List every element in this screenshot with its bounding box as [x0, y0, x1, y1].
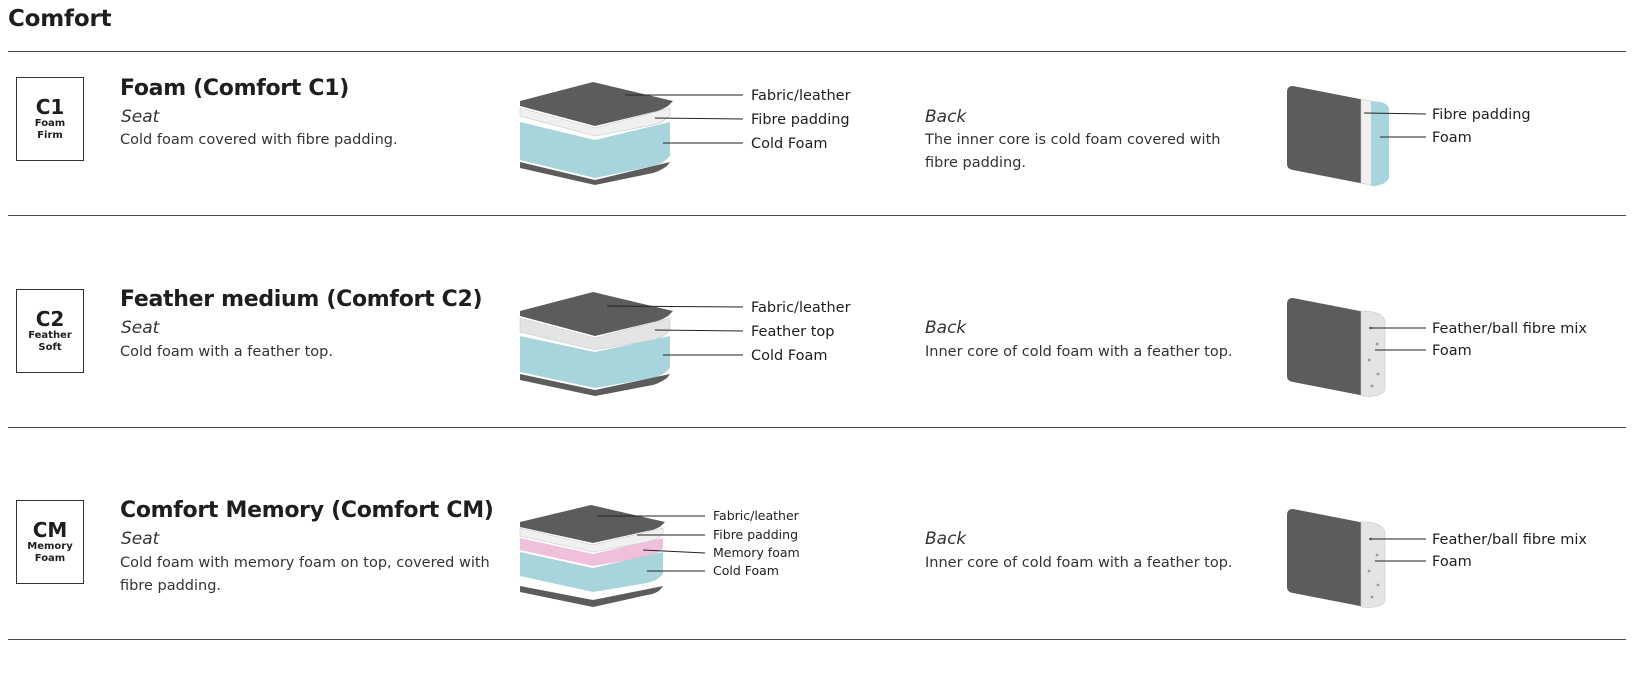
- back-layers-diagram: Feather/ball fibre mix Foam: [1287, 298, 1587, 397]
- section-title: Feather medium (Comfort C2): [120, 287, 483, 312]
- badge-line: Feather: [28, 330, 72, 341]
- speckle: [1375, 342, 1379, 346]
- layer-label: Cold Foam: [713, 563, 779, 578]
- divider: [8, 51, 1626, 52]
- seat-layers-diagram: Fabric/leather Fibre padding Cold Foam: [519, 82, 851, 185]
- layer-label: Foam: [1432, 343, 1472, 359]
- speckle: [1370, 384, 1374, 388]
- back-layers-diagram: Feather/ball fibre mix Foam: [1287, 509, 1587, 608]
- seat-description: Cold foam with memory foam on top, cover…: [120, 555, 490, 594]
- cold-foam-layer: [520, 336, 670, 388]
- back-heading: Back: [925, 107, 967, 127]
- layer-label: Fibre padding: [1432, 107, 1531, 123]
- layer-label: Cold Foam: [751, 136, 828, 152]
- speckle: [1367, 358, 1371, 362]
- back-heading: Back: [925, 529, 967, 549]
- back-feather: [1360, 521, 1386, 608]
- seat-heading: Seat: [121, 318, 160, 338]
- leader-line: [642, 549, 706, 554]
- badge-line: Soft: [38, 342, 62, 353]
- layer-label: Feather/ball fibre mix: [1432, 321, 1587, 337]
- back-layers-diagram: Fibre padding Foam: [1287, 86, 1531, 187]
- back-heading: Back: [925, 318, 967, 338]
- back-feather: [1360, 310, 1386, 397]
- badge-code: C1: [35, 95, 65, 119]
- divider: [8, 427, 1626, 428]
- fibre-layer: [519, 107, 671, 137]
- cold-foam-layer: [520, 122, 670, 178]
- badge-code: C2: [35, 307, 65, 331]
- seat-heading: Seat: [121, 107, 160, 127]
- badge-line: Foam: [34, 553, 66, 564]
- base-layer: [520, 162, 670, 185]
- memory-foam-layer: [520, 538, 663, 566]
- back-fabric: [1287, 298, 1365, 396]
- fabric-layer: [520, 505, 665, 543]
- back-description: Inner core of cold foam with a feather t…: [925, 555, 1233, 571]
- layer-label: Foam: [1432, 130, 1472, 146]
- speckle: [1375, 553, 1379, 557]
- badge-line: Memory: [27, 541, 73, 552]
- comfort-badge: C1 Foam Firm: [16, 77, 84, 161]
- divider: [8, 215, 1626, 216]
- leader-line: [606, 305, 744, 308]
- layer-label: Foam: [1432, 554, 1472, 570]
- layer-label: Feather top: [751, 324, 834, 340]
- feather-layer: [519, 317, 671, 351]
- seat-description: Cold foam with a feather top.: [120, 344, 333, 360]
- base-layer: [520, 374, 670, 396]
- layer-label: Fabric/leather: [713, 508, 800, 523]
- page-title: Comfort: [8, 6, 112, 32]
- seat-layers-diagram: Fabric/leather Fibre padding Memory foam…: [519, 505, 800, 607]
- layer-label: Fabric/leather: [751, 88, 851, 104]
- back-description: Inner core of cold foam with a feather t…: [925, 344, 1233, 360]
- section-title: Comfort Memory (Comfort CM): [120, 498, 494, 523]
- layer-label: Feather/ball fibre mix: [1432, 532, 1587, 548]
- leader-line: [1363, 112, 1427, 115]
- seat-description: Cold foam covered with fibre padding.: [120, 132, 398, 148]
- back-fabric: [1287, 86, 1365, 184]
- seat-heading: Seat: [121, 529, 160, 549]
- comfort-badge: C2 Feather Soft: [16, 289, 84, 373]
- cold-foam-layer: [520, 552, 663, 592]
- back-fabric: [1287, 509, 1365, 607]
- back-description: The inner core is cold foam covered with…: [925, 132, 1221, 171]
- badge-code: CM: [32, 518, 68, 542]
- layer-label: Cold Foam: [751, 348, 828, 364]
- back-foam: [1371, 101, 1389, 186]
- badge-line: Foam: [34, 118, 66, 129]
- comfort-badge: CM Memory Foam: [16, 500, 84, 584]
- leader-line: [654, 329, 744, 332]
- speckle: [1367, 569, 1371, 573]
- fabric-layer: [520, 82, 673, 126]
- speckle: [1376, 372, 1380, 376]
- layer-label: Memory foam: [713, 545, 800, 560]
- badge-line: Firm: [37, 130, 63, 141]
- layer-label: Fabric/leather: [751, 300, 851, 316]
- speckle: [1370, 595, 1374, 599]
- divider: [8, 639, 1626, 640]
- seat-layers-diagram: Fabric/leather Feather top Cold Foam: [519, 292, 851, 396]
- fabric-layer: [520, 292, 673, 336]
- section-title: Foam (Comfort C1): [120, 76, 350, 101]
- layer-label: Fibre padding: [751, 112, 850, 128]
- speckle: [1376, 583, 1380, 587]
- leader-line: [654, 117, 744, 120]
- base-layer: [520, 586, 663, 607]
- fibre-layer: [519, 527, 664, 553]
- layer-label: Fibre padding: [713, 527, 798, 542]
